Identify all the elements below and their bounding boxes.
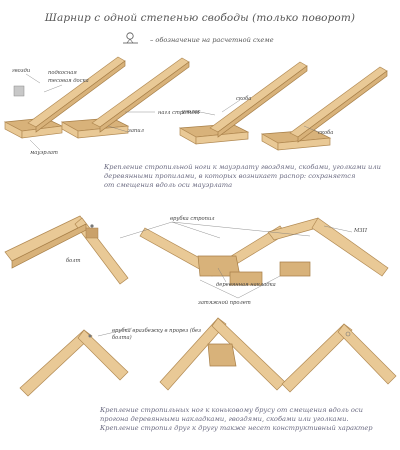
label-podkosnaya: подкосная (48, 70, 77, 76)
label-gvozdi: гвозди (12, 68, 31, 74)
label-mzp: МЗП (354, 228, 368, 234)
paragraph-1-line-3: от смещения вдоль оси мауэрлата (104, 181, 233, 189)
label-nag-stropila: нагл стропила (158, 110, 200, 116)
ridge-joint-1 (4, 215, 129, 285)
label-bolt: болт (66, 258, 81, 264)
leader-vrub-3 (171, 221, 311, 237)
label-skoba-2: скоба (318, 130, 334, 136)
leader-vrub-2 (171, 221, 221, 239)
label-vrub-stropil: врубка стропил (170, 216, 215, 222)
paragraph-1: Крепление стропильной ноги к мауэрлату г… (104, 163, 394, 190)
joint-unit-3 (178, 61, 308, 145)
ridge-joint-6 (281, 323, 397, 393)
legend-text: – обозначение на расчетной схеме (150, 36, 274, 44)
joint-unit-1 (3, 56, 126, 151)
paragraph-1-line-1: Крепление стропильной ноги к мауэрлату г… (104, 163, 381, 171)
diagram-title: Шарнир с одной степенью свободы (только … (44, 12, 356, 24)
paragraph-2-line-3: Крепление стропил друг к другу также нес… (100, 424, 373, 432)
leader-prorez (97, 327, 133, 337)
paragraph-2-line-1: Крепление стропильных ног к коньковому б… (100, 406, 363, 414)
paragraph-2: Крепление стропильных ног к коньковому б… (100, 406, 396, 433)
leader-vrub-1 (119, 221, 173, 239)
label-nakladka: деревянная накладка (216, 282, 276, 288)
hinge-symbol-icon (122, 30, 144, 46)
label-tesovaya: тесовая доска (48, 78, 89, 84)
joint-unit-4 (260, 66, 388, 151)
ridge-joint-5 (159, 317, 286, 391)
label-zatyazhka: затяжной пролет (198, 300, 251, 306)
ridge-joint-4 (19, 329, 129, 397)
label-vrub-v-prorez: врубка вразбежку в прорез (без болта) (112, 328, 201, 341)
label-zapil: запил (128, 128, 144, 134)
leader-zatyazhka-1 (199, 279, 239, 299)
leader-zatyazhka-2 (237, 275, 281, 299)
ridge-joint-3 (229, 217, 389, 286)
label-mauerlat: мауэрлат (30, 150, 58, 156)
label-skoba: скоба (236, 96, 252, 102)
ridge-joint-2 (139, 225, 287, 283)
paragraph-1-line-2: деревянными пропилами, в которых возника… (104, 172, 356, 180)
paragraph-2-line-2: прогона деревянными накладками, гвоздями… (100, 415, 349, 423)
joint-unit-2 (60, 57, 190, 139)
label-ugolok: уголок (182, 109, 201, 115)
